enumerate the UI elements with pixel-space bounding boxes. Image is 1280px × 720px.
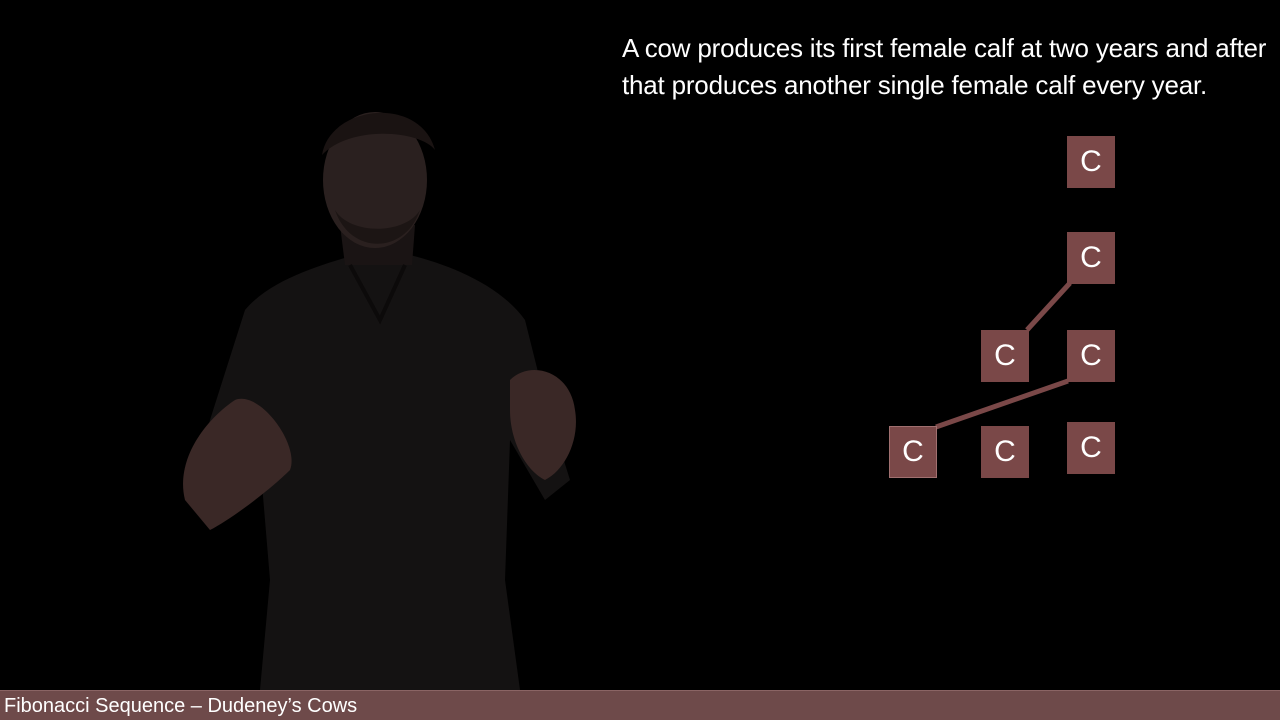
connector-gen3-to-gen4-calf <box>935 378 1069 430</box>
problem-statement: A cow produces its first female calf at … <box>622 33 1267 100</box>
cow-gen3-first-calf: C <box>981 330 1029 382</box>
connector-gen2-to-gen3-calf <box>1025 281 1072 332</box>
cow-gen4-original: C <box>1067 422 1115 474</box>
cow-gen1-original: C <box>1067 136 1115 188</box>
cow-gen4-second-calf: C <box>889 426 937 478</box>
cow-gen3-original: C <box>1067 330 1115 382</box>
presenter-video <box>183 112 576 690</box>
cow-gen4-first-calf: C <box>981 426 1029 478</box>
lecture-title: Fibonacci Sequence – Dudeney’s Cows <box>4 695 358 717</box>
footer-title-bar: Fibonacci Sequence – Dudeney’s Cows <box>0 690 1280 720</box>
cow-gen2-original: C <box>1067 232 1115 284</box>
